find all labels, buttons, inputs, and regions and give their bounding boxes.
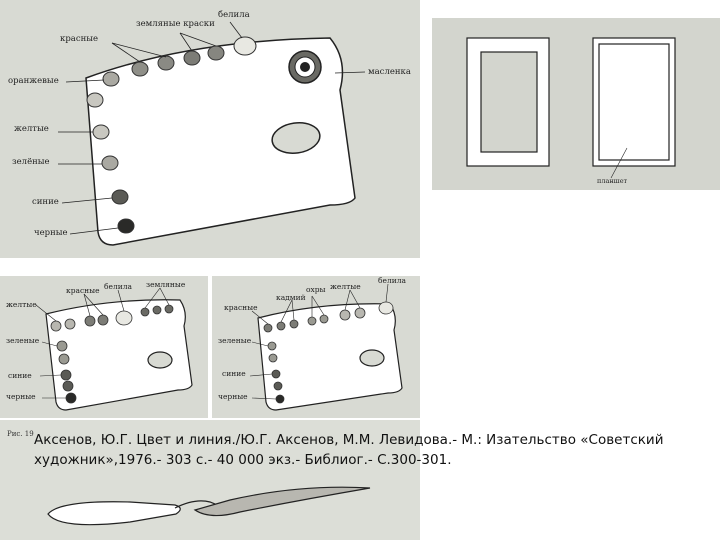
left-label-yellow: желтые xyxy=(6,300,37,309)
label-earth-paints: земляные краски xyxy=(136,19,215,29)
bibliographic-caption: Аксенов, Ю.Г. Цвет и линия./Ю.Г. Аксенов… xyxy=(34,432,664,468)
right-label-yellow: желтые xyxy=(330,282,361,291)
right-label-red: красные xyxy=(224,303,258,312)
right-label-blue: синие xyxy=(222,369,246,378)
label-green: зелёные xyxy=(12,157,50,167)
label-white: белила xyxy=(218,10,250,20)
left-label-earth: земляные xyxy=(146,280,186,289)
right-label-ochre: охры xyxy=(306,285,326,294)
left-label-white: белила xyxy=(104,282,132,291)
right-label-white: белила xyxy=(378,276,406,285)
label-oiler: масленка xyxy=(368,67,411,77)
left-label-black: черные xyxy=(6,392,36,401)
label-yellow: желтые xyxy=(14,124,49,134)
label-orange: оранжевые xyxy=(8,76,59,86)
left-label-red: красные xyxy=(66,286,100,295)
label-black: черные xyxy=(34,228,68,238)
right-label-cadmium: кадмий xyxy=(276,293,306,302)
figure-label: Рис. 19 xyxy=(7,430,34,438)
right-label-green: зеленые xyxy=(218,336,252,345)
right-label-black: черные xyxy=(218,392,248,401)
label-blue: синие xyxy=(32,197,59,207)
left-label-blue: синие xyxy=(8,371,32,380)
label-red: красные xyxy=(60,34,99,44)
label-tablet: планшет xyxy=(597,177,628,185)
left-label-green: зеленые xyxy=(6,336,40,345)
